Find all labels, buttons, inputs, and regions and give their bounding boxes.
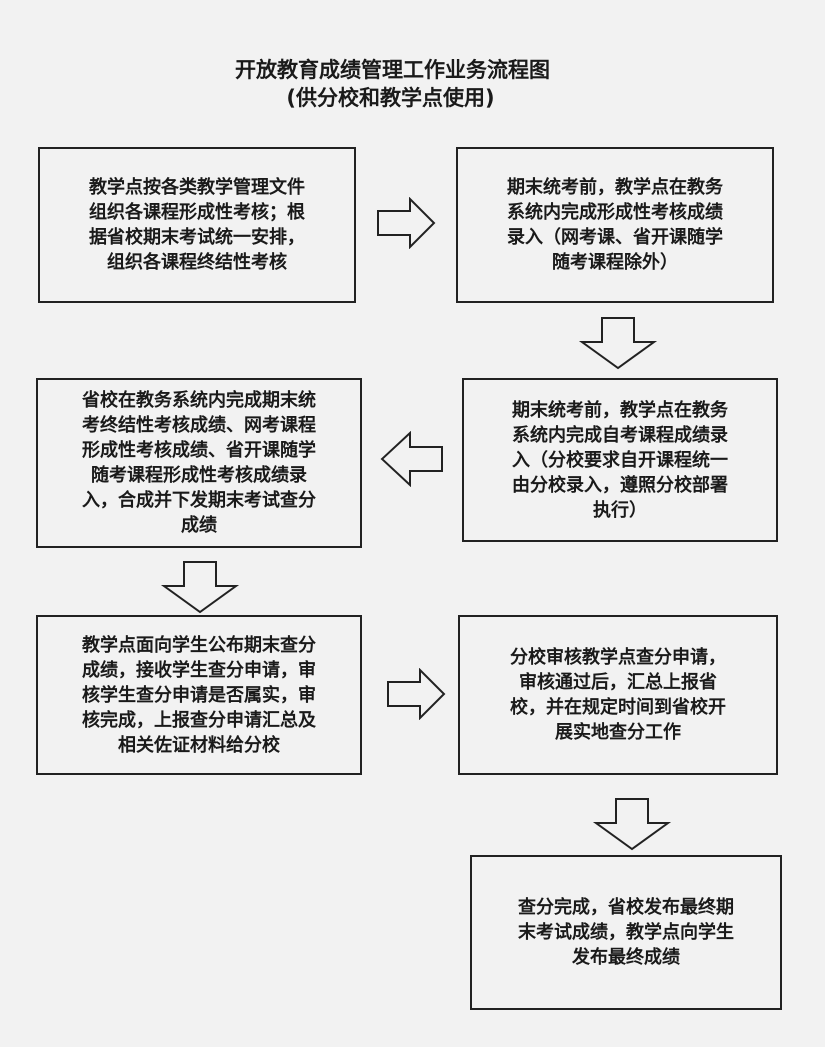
right-arrow-icon (387, 668, 446, 720)
step-2-box: 期末统考前，教学点在教务 系统内完成形成性考核成绩 录入（网考课、省开课随学 随… (456, 147, 774, 303)
down-arrow-icon (160, 561, 240, 614)
left-arrow-icon (380, 431, 443, 487)
diagram-title: 开放教育成绩管理工作业务流程图 (235, 58, 550, 82)
down-arrow-icon (578, 317, 658, 370)
step-3-box: 期末统考前，教学点在教务 系统内完成自考课程成绩录 入（分校要求自开课程统一 由… (462, 378, 778, 542)
down-arrow-icon (592, 798, 672, 851)
step-5-box: 教学点面向学生公布期末查分 成绩，接收学生查分申请，审 核学生查分申请是否属实，… (36, 615, 362, 775)
step-7-box: 查分完成，省校发布最终期 末考试成绩，教学点向学生 发布最终成绩 (470, 855, 782, 1010)
step-1-box: 教学点按各类教学管理文件 组织各课程形成性考核；根 据省校期末考试统一安排， 组… (38, 147, 356, 303)
diagram-subtitle: (供分校和教学点使用) (286, 86, 495, 110)
right-arrow-icon (377, 197, 436, 249)
step-6-box: 分校审核教学点查分申请， 审核通过后，汇总上报省 校，并在规定时间到省校开 展实… (458, 615, 778, 775)
step-4-box: 省校在教务系统内完成期末统 考终结性考核成绩、网考课程 形成性考核成绩、省开课随… (36, 378, 362, 548)
